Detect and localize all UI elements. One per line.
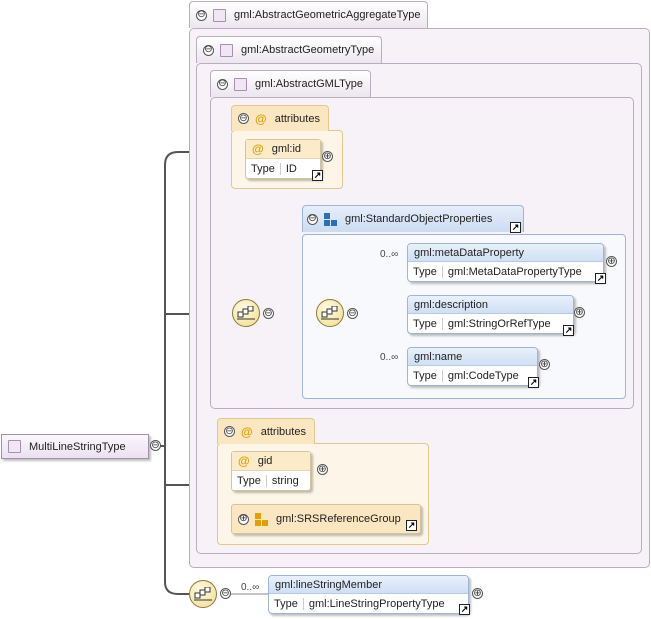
- element-name: gml:lineStringMember: [275, 578, 382, 591]
- sequence-icon: [237, 306, 255, 320]
- expand-icon[interactable]: ⊕: [472, 588, 483, 599]
- cardinality-label: 0..∞: [241, 582, 260, 593]
- type-key: Type: [237, 474, 267, 487]
- expand-icon[interactable]: ⊕: [539, 359, 550, 370]
- srs-group-label: gml:SRSReferenceGroup: [276, 513, 401, 525]
- collapse-icon[interactable]: ⊖: [220, 588, 231, 599]
- collapse-icon[interactable]: ⊖: [263, 308, 274, 319]
- complex-type-icon: [8, 440, 21, 453]
- aggregate-type-tab[interactable]: ⊖ gml:AbstractGeometricAggregateType: [189, 1, 429, 28]
- type-key: Type: [413, 317, 443, 330]
- ref-arrow-icon[interactable]: ↗: [312, 170, 323, 181]
- attribute-group-icon: [255, 512, 268, 526]
- ref-arrow-icon[interactable]: ↗: [595, 273, 606, 284]
- gid-type: string: [271, 474, 299, 487]
- ref-arrow-icon[interactable]: ↗: [406, 520, 417, 531]
- collapse-icon[interactable]: ⊖: [150, 440, 161, 451]
- expand-icon[interactable]: ⊕: [317, 464, 328, 475]
- element-type: gml:CodeType: [447, 369, 519, 382]
- attributes-label: attributes: [274, 112, 320, 125]
- cardinality-label: 0..∞: [380, 249, 399, 260]
- gml-id-type: ID: [285, 162, 297, 175]
- element-name-box[interactable]: gml:name Type gml:CodeType: [407, 347, 538, 386]
- cardinality-label: 0..∞: [380, 352, 399, 363]
- expand-icon[interactable]: ⊕: [574, 307, 585, 318]
- type-key: Type: [274, 597, 304, 610]
- collapse-icon[interactable]: ⊖: [196, 9, 207, 21]
- expand-icon[interactable]: ⊕: [322, 151, 333, 162]
- complex-type-icon: [234, 77, 247, 91]
- attributes-label: attributes: [260, 425, 306, 438]
- sequence-icon: [321, 306, 339, 320]
- attribute-icon: @: [252, 142, 264, 156]
- collapse-icon[interactable]: ⊖: [347, 308, 358, 319]
- element-description[interactable]: gml:description Type gml:StringOrRefType: [407, 295, 574, 334]
- type-key: Type: [413, 265, 443, 278]
- aggregate-type-label: gml:AbstractGeometricAggregateType: [234, 9, 421, 21]
- complex-type-icon: [220, 43, 233, 57]
- geometry-type-tab[interactable]: ⊖ gml:AbstractGeometryType: [196, 36, 383, 63]
- attribute-icon: @: [255, 111, 267, 126]
- collapse-icon[interactable]: ⊖: [217, 78, 228, 90]
- element-type: gml:MetaDataPropertyType: [447, 265, 582, 278]
- element-type: gml:StringOrRefType: [447, 317, 551, 330]
- type-key: Type: [413, 369, 443, 382]
- gml-id-name: gml:id: [271, 143, 302, 155]
- element-metadataproperty[interactable]: gml:metaDataProperty Type gml:MetaDataPr…: [407, 243, 604, 282]
- gid-name: gid: [257, 455, 273, 467]
- standard-object-properties-tab[interactable]: ⊖ gml:StandardObjectProperties: [302, 205, 524, 232]
- attribute-icon: @: [238, 454, 250, 468]
- sequence-node-outer[interactable]: [232, 299, 260, 327]
- ref-arrow-icon[interactable]: ↗: [528, 377, 539, 388]
- expand-icon[interactable]: ⊕: [238, 513, 249, 525]
- sequence-node-inner[interactable]: [316, 299, 344, 327]
- element-name: gml:description: [414, 298, 488, 311]
- element-type: gml:LineStringPropertyType: [308, 597, 445, 610]
- element-linestringmember[interactable]: gml:lineStringMember Type gml:LineString…: [268, 575, 469, 614]
- collapse-icon[interactable]: ⊖: [224, 425, 235, 437]
- ref-arrow-icon[interactable]: ↗: [510, 222, 521, 233]
- gml-type-tab[interactable]: ⊖ gml:AbstractGMLType: [210, 70, 371, 97]
- sequence-icon: [194, 587, 212, 601]
- collapse-icon[interactable]: ⊖: [203, 44, 214, 56]
- ref-arrow-icon[interactable]: ↗: [459, 604, 470, 615]
- srs-reference-group[interactable]: ⊕ gml:SRSReferenceGroup: [231, 504, 421, 534]
- type-key: Type: [251, 162, 281, 175]
- standard-object-properties-label: gml:StandardObjectProperties: [345, 213, 493, 225]
- ref-arrow-icon[interactable]: ↗: [563, 325, 574, 336]
- complex-type-icon: [213, 8, 226, 22]
- attributes-tab-gml[interactable]: ⊖ @ attributes: [231, 105, 329, 131]
- collapse-icon[interactable]: ⊖: [307, 213, 318, 225]
- attributes-tab-geometry[interactable]: ⊖ @ attributes: [217, 418, 315, 444]
- group-icon: [324, 212, 337, 226]
- gid-attribute[interactable]: @ gid Type string: [231, 451, 311, 491]
- gml-id-attribute[interactable]: @ gml:id Type ID: [245, 139, 321, 179]
- geometry-type-label: gml:AbstractGeometryType: [241, 44, 375, 56]
- attribute-icon: @: [241, 424, 253, 439]
- expand-icon[interactable]: ⊕: [606, 256, 617, 267]
- collapse-icon[interactable]: ⊖: [238, 112, 249, 124]
- element-name: gml:metaDataProperty: [414, 246, 525, 259]
- sequence-node-bottom[interactable]: [189, 580, 217, 608]
- element-name: gml:name: [414, 350, 463, 363]
- root-type-box[interactable]: MultiLineStringType: [1, 434, 149, 459]
- root-type-label: MultiLineStringType: [29, 440, 126, 453]
- gml-type-label: gml:AbstractGMLType: [255, 78, 363, 90]
